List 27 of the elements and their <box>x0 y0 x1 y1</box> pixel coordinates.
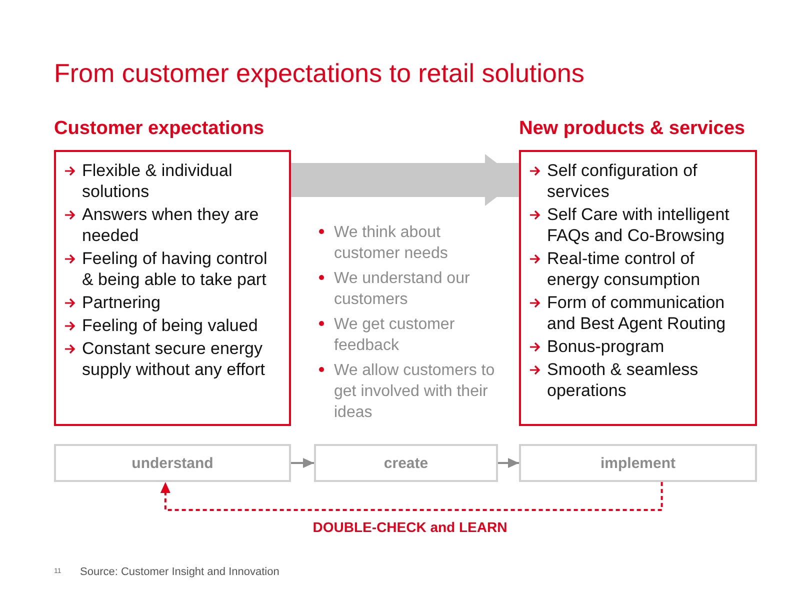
list-item: Real-time control of energy consumption <box>547 248 702 290</box>
bullet-text: We think about customer needs <box>334 223 449 264</box>
list-item: Constant secure energy supply without any effort <box>82 338 266 380</box>
list-item: Partnering <box>82 292 160 313</box>
source-note: Source: Customer Insight and Innovation <box>80 566 280 578</box>
list-item: Answers when they are needed <box>82 204 260 246</box>
arrow <box>160 482 663 511</box>
block-arrow <box>291 154 519 206</box>
arrow <box>498 458 519 468</box>
bullet-text: We allow customers to get involved with their ideas <box>334 361 495 423</box>
step-box: create <box>314 444 498 482</box>
list-item: Feeling of being valued <box>82 315 258 336</box>
slide-title: From customer expectations to retail solutions <box>54 58 584 89</box>
list-item: Feeling of having control & being able to take part <box>82 248 268 290</box>
arrow <box>291 458 314 468</box>
list-item: Form of communication and Best Agent Routing <box>547 292 727 334</box>
step-box: implement <box>519 444 757 482</box>
section-heading: New products & services <box>519 118 745 140</box>
section-heading: Customer expectations <box>54 118 264 140</box>
list-item: Bonus-program <box>547 336 664 357</box>
step-box: understand <box>54 444 291 482</box>
bullet-text: We understand our customers <box>334 269 471 310</box>
list-item: Smooth & seamless operations <box>547 359 700 401</box>
list-item: Self Care with intelligent FAQs and Co-Browsing <box>547 204 730 246</box>
list-item: Self configuration of services <box>547 160 698 202</box>
list-item: Flexible & individual solutions <box>82 160 234 202</box>
bullet-text: We get customer feedback <box>334 315 456 356</box>
